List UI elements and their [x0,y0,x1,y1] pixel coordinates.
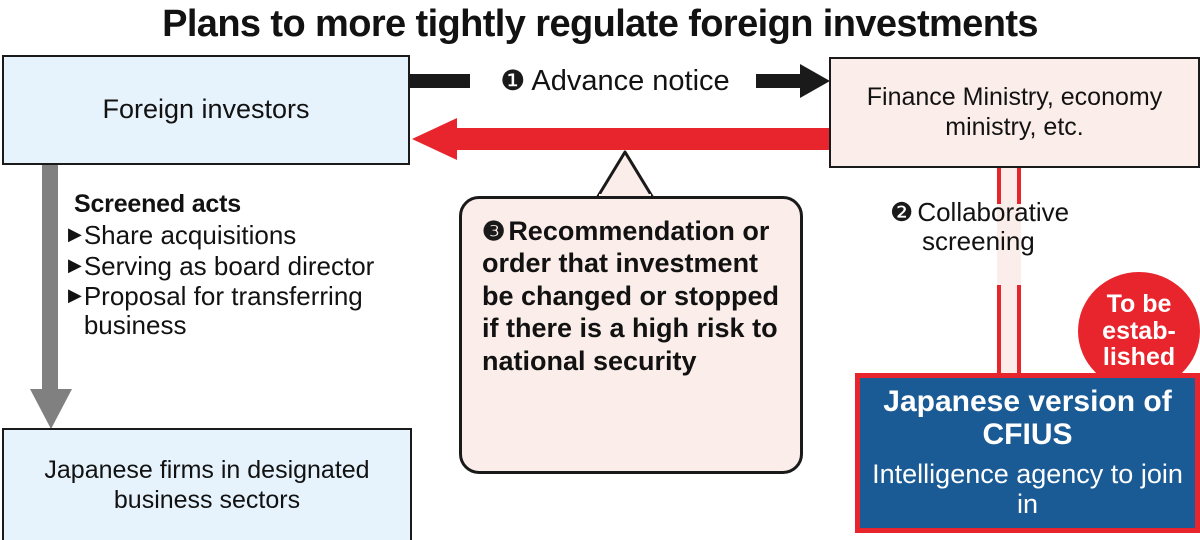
list-item: ▶ Proposal for transferring business [68,282,448,339]
box-japanese-firms: Japanese firms in designated business se… [2,428,412,540]
bullet-triangle-icon: ▶ [68,224,82,244]
speech-bubble-tail-icon [595,150,655,202]
advance-notice-text: Advance notice [531,64,730,97]
bullet-triangle-icon: ▶ [68,285,82,306]
collaborative-screening-line2: screening [922,226,1035,257]
gray-down-arrow-icon [30,165,72,429]
list-item-label: Share acquisitions [83,220,297,250]
status-badge-to-be-established: To be estab- lished [1078,272,1200,390]
advance-notice-arrow-shaft-right [756,74,806,88]
recommendation-arrowhead-icon [412,118,457,160]
collaborative-rail-right-upper [1017,168,1021,204]
collaborative-screening-line1: Collaborative [917,197,1070,227]
step-2-badge: ❷ [890,197,914,227]
box-japanese-firms-label: Japanese firms in designated business se… [44,456,370,514]
cfius-subtitle: Intelligence agency to join in [872,459,1183,520]
list-item: ▶ Share acquisitions [68,221,448,250]
advance-notice-label: ❶ Advance notice [470,62,760,100]
box-foreign-investors: Foreign investors [2,55,410,165]
box-foreign-investors-label: Foreign investors [102,94,310,125]
screened-acts-list: Screened acts ▶ Share acquisitions ▶ Ser… [68,190,448,341]
collaborative-rail-left-lower [997,285,1001,380]
status-badge-label: To be estab- lished [1102,290,1176,372]
list-item-label: Serving as board director [83,250,375,281]
box-ministries-label: Finance Ministry, economy ministry, etc. [866,83,1163,141]
list-item-label: Proposal for transferring business [83,281,363,340]
box-japanese-cfius: Japanese version of CFIUS Intelligence a… [855,373,1200,533]
recommendation-arrow-shaft [455,128,833,150]
box-ministries: Finance Ministry, economy ministry, etc. [829,57,1200,168]
recommendation-text: Recommendation or order that investment … [482,216,780,376]
step-1-badge: ❶ [500,65,526,96]
advance-notice-arrow-shaft-left [410,74,470,88]
step-3-badge: ❸ [482,216,506,246]
advance-notice-arrowhead-icon [800,64,830,98]
list-item: ▶ Serving as board director [68,250,448,281]
screened-acts-heading: Screened acts [74,190,241,218]
page-title: Plans to more tightly regulate foreign i… [162,2,1038,45]
collaborative-rail-left-upper [997,168,1001,204]
bullet-triangle-icon: ▶ [68,254,82,275]
cfius-title: Japanese version of CFIUS [883,385,1172,451]
collaborative-rail-right-lower [1017,285,1021,380]
